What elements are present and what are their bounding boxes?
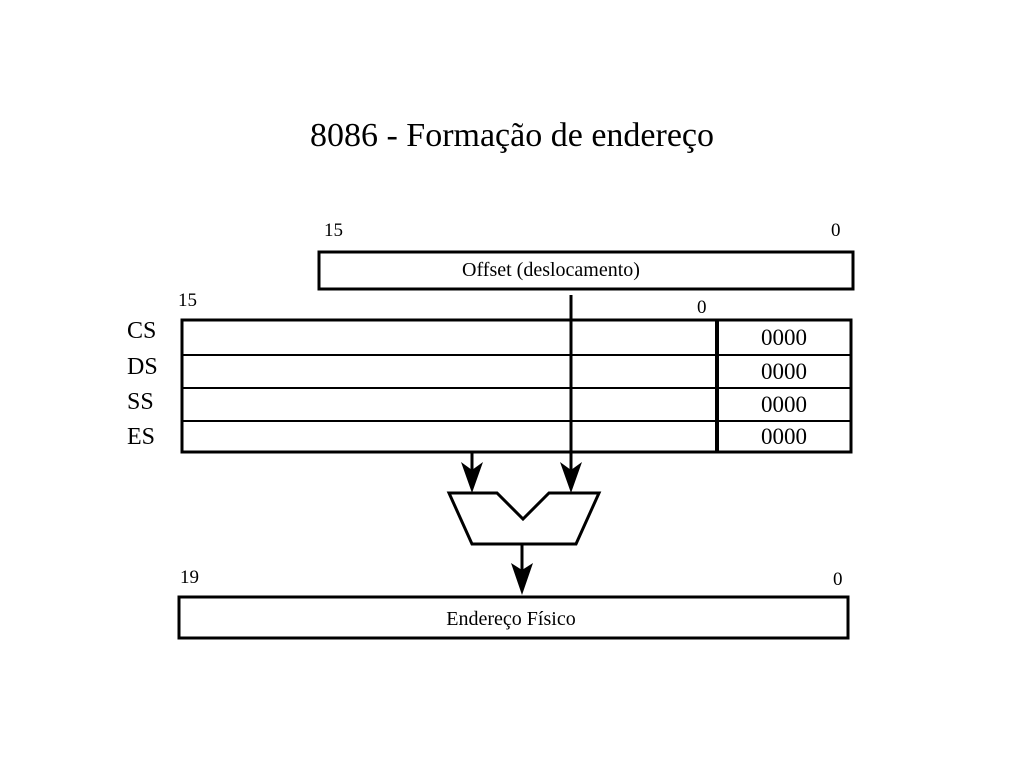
offset-bit-high: 15 [324,220,343,241]
segment-register-frame [180,318,853,454]
segment-suffix-es: 0000 [761,424,807,449]
adder-icon [446,491,602,546]
page-title: 8086 - Formação de endereço [310,117,714,154]
segment-suffix-cs: 0000 [761,325,807,350]
segment-register-block [180,318,853,454]
segment-arrow-head [461,462,483,493]
offset-register-label: Offset (deslocamento) [462,259,640,281]
adder-output-arrow-head [511,563,533,595]
segment-label-cs: CS [127,318,156,344]
address-bit-low: 0 [833,569,843,590]
segment-suffix-ss: 0000 [761,392,807,417]
offset-arrow-head [560,462,582,493]
segment-bit-low: 0 [697,297,707,318]
address-bit-high: 19 [180,567,199,588]
offset-register-box [317,250,855,291]
physical-address-label: Endereço Físico [446,608,575,630]
offset-bit-low: 0 [831,220,841,241]
segment-label-ss: SS [127,389,154,415]
segment-suffix-ds: 0000 [761,359,807,384]
physical-address-box [177,595,850,640]
segment-label-es: ES [127,424,155,450]
segment-label-ds: DS [127,354,158,380]
segment-bit-high: 15 [178,290,197,311]
